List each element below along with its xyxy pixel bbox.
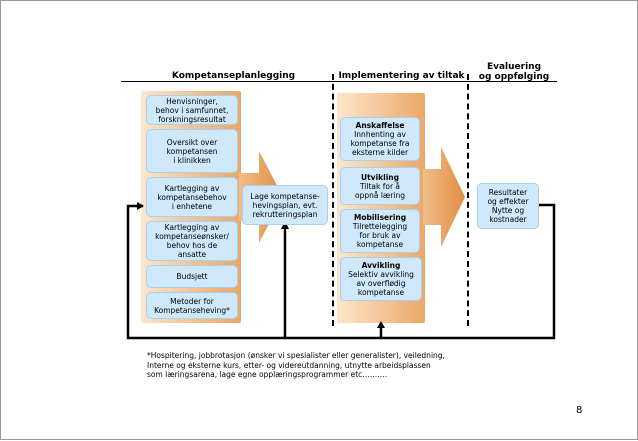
arrowhead-plan: [281, 221, 289, 229]
plan-box: Lage kompetanse- hevingsplan, evt. rekru…: [242, 185, 328, 225]
arrowhead-implementation: [377, 321, 385, 328]
impl-acquisition: Anskaffelse Innhenting av kompetanse fra…: [340, 117, 420, 161]
impl-phaseout-title: Avvikling: [361, 261, 401, 270]
impl-development: Utvikling Tiltak for å oppnå læring: [340, 167, 420, 205]
header-planning: Kompetanseplanlegging: [171, 71, 296, 81]
planning-item-referrals: Henvisninger, behov i samfunnet, forskni…: [146, 95, 238, 125]
divider-1: [332, 74, 334, 326]
arrowhead-planning: [137, 202, 144, 210]
impl-development-text: Tiltak for å oppnå læring: [355, 181, 405, 200]
impl-mobilization: Mobilisering Tilrettelegging for bruk av…: [340, 209, 420, 253]
planning-item-competence-overview: Oversikt over kompetansen i klinikken: [146, 129, 238, 173]
planning-item-employee-wishes: Kartlegging av kompetanseønsker/ behov h…: [146, 221, 238, 261]
impl-mobilization-title: Mobilisering: [353, 213, 407, 222]
divider-2: [467, 74, 469, 326]
result-box: Resultater og effekter Nytte og kostnade…: [477, 183, 539, 229]
impl-phaseout-text: Selektiv avvikling av overflødig kompeta…: [348, 270, 414, 297]
header-implementation: Implementering av tiltak: [338, 71, 465, 81]
impl-mobilization-text: Tilrettelegging for bruk av kompetanse: [352, 222, 408, 249]
planning-item-budget: Budsjett: [146, 265, 238, 288]
impl-acquisition-title: Anskaffelse: [355, 121, 405, 130]
impl-acquisition-text: Innhenting av kompetanse fra eksterne ki…: [350, 130, 410, 157]
planning-item-unit-needs: Kartlegging av kompetansebehov i enheten…: [146, 177, 238, 217]
header-underline: [121, 81, 557, 82]
footnote: *Hospitering, jobbrotasjon (ønsker vi sp…: [147, 351, 445, 379]
page-number: 8: [576, 405, 583, 416]
header-evaluation: Evaluering og oppfølging: [478, 62, 550, 82]
feedback-line-outer: [126, 203, 556, 340]
impl-development-title: Utvikling: [361, 172, 399, 182]
planning-item-methods: Metoder for Kompetanseheving*: [146, 292, 238, 319]
arrow-implementation: [423, 147, 465, 247]
impl-phaseout: Avvikling Selektiv avvikling av overflød…: [340, 257, 422, 301]
